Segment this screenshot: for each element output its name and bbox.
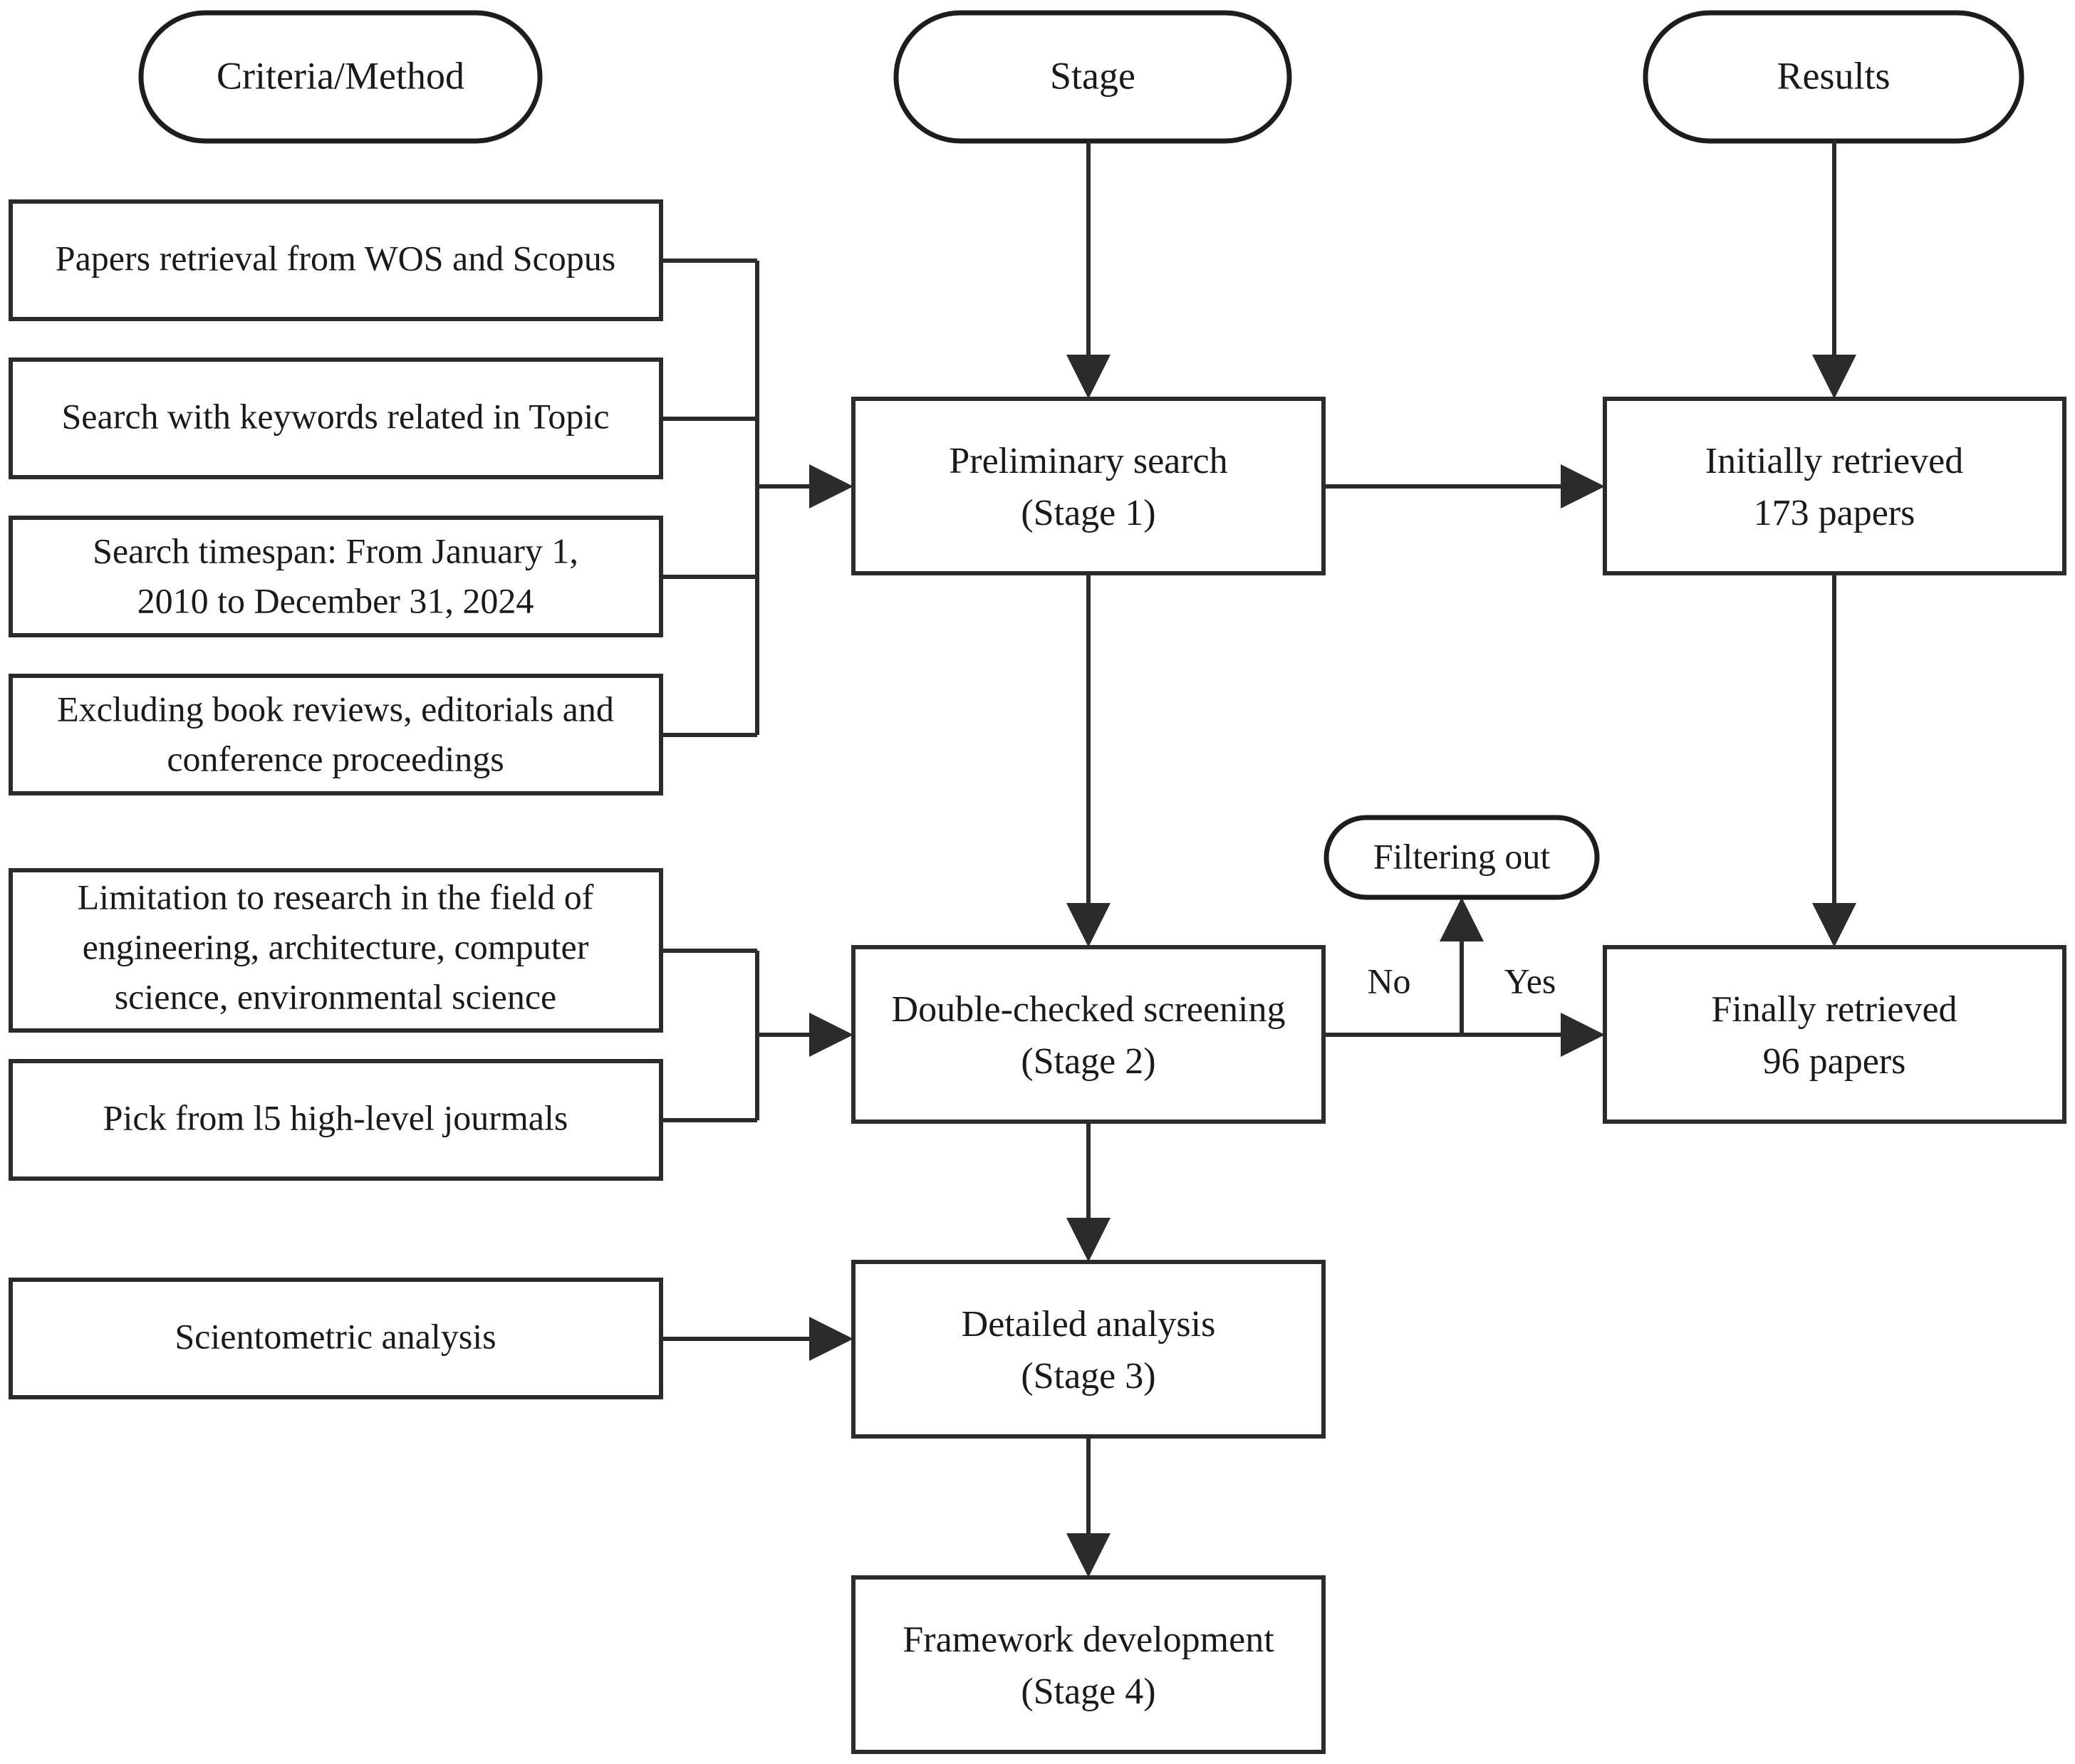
stage-box-stage-4: Framework development (Stage 4) (851, 1575, 1326, 1754)
stage-box-stage-2: Double-checked screening (Stage 2) (851, 945, 1326, 1124)
connector-stage-2-to-stage-3 (1066, 1122, 1111, 1262)
finally-retrieved-box-shape (1603, 945, 2066, 1124)
filtering-out-label: Filtering out (1373, 836, 1551, 876)
criteria-method-pill-shape (138, 10, 543, 144)
connector-results-header-to-initially-retrieved (1812, 141, 1856, 399)
arrowhead-stage-header-to-stage-1 (1066, 355, 1111, 399)
stage-3-line-1: Detailed analysis (962, 1304, 1216, 1345)
stage-2-line-1: Double-checked screening (892, 989, 1286, 1030)
arrowhead-stage-1-to-stage-2 (1066, 903, 1111, 947)
arrowhead-stage-1-to-initially-retrieved (1561, 464, 1605, 508)
excluding-types-line-1: Excluding book reviews, editorials and (57, 689, 614, 729)
connector-criteria-group-2-to-stage-2 (661, 949, 853, 1122)
finally-retrieved-line-2: 96 papers (1763, 1041, 1906, 1082)
connector-stage-3-to-stage-4 (1066, 1436, 1111, 1577)
stage-box-stage-1: Preliminary search (Stage 1) (851, 397, 1326, 575)
stage-box-stage-3: Detailed analysis (Stage 3) (851, 1260, 1326, 1439)
connector-branch-to-filtering-out (1440, 897, 1484, 1035)
edge-label-yes: Yes (1504, 961, 1556, 1001)
search-timespan-line-1: Search timespan: From January 1, (93, 531, 578, 570)
finally-retrieved-line-1: Finally retrieved (1711, 989, 1957, 1030)
criteria-box-excluding-types: Excluding book reviews, editorials and c… (9, 674, 663, 795)
stage-1-line-1: Preliminary search (949, 441, 1227, 481)
stage-4-box-shape (851, 1575, 1326, 1754)
result-box-initially-retrieved: Initially retrieved 173 papers (1603, 397, 2066, 575)
excluding-types-box-shape (9, 674, 663, 795)
field-limitation-line-1: Limitation to research in the field of (78, 877, 594, 917)
scientometric-analysis-box-shape (9, 1278, 663, 1399)
connector-stage-2-to-finally-retrieved (1323, 1013, 1605, 1057)
connector-initially-to-finally-retrieved (1812, 573, 1856, 947)
connector-scientometric-to-stage-3 (661, 1317, 853, 1361)
arrowhead-criteria-group-1-to-stage-1 (809, 464, 853, 508)
criteria-box-papers-retrieval: Papers retrieval from WOS and Scopus (9, 199, 663, 321)
edge-label-no: No (1367, 961, 1410, 1001)
arrowhead-stage-3-to-stage-4 (1066, 1533, 1111, 1577)
stage-pill-shape (893, 10, 1292, 144)
search-timespan-box-shape (9, 516, 663, 637)
stage-4-line-1: Framework development (903, 1619, 1274, 1660)
stage-3-box-shape (851, 1260, 1326, 1439)
decision-pill-filtering-out: Filtering out (1323, 815, 1600, 900)
criteria-box-journal-pick: Pick from l5 high-level jourmals (9, 1059, 663, 1181)
search-keywords-box-shape (9, 358, 663, 479)
stage-4-line-2: (Stage 4) (1021, 1671, 1155, 1712)
arrowhead-scientometric-to-stage-3 (809, 1317, 853, 1361)
criteria-method-label: Criteria/Method (217, 54, 464, 97)
criteria-box-field-limitation: Limitation to research in the field of e… (9, 868, 663, 1033)
arrowhead-criteria-group-2-to-stage-2 (809, 1013, 853, 1057)
arrowhead-stage-2-to-finally-retrieved (1561, 1013, 1605, 1057)
stage-2-box-shape (851, 945, 1326, 1124)
connector-stage-1-to-initially-retrieved (1323, 464, 1605, 508)
arrowhead-results-header-to-initially-retrieved (1812, 355, 1856, 399)
journal-pick-line-1: Pick from l5 high-level jourmals (103, 1097, 568, 1137)
initially-retrieved-line-1: Initially retrieved (1705, 441, 1963, 481)
results-label: Results (1777, 54, 1890, 97)
search-keywords-line-1: Search with keywords related in Topic (62, 396, 610, 436)
field-limitation-line-3: science, environmental science (115, 976, 557, 1016)
stage-1-box-shape (851, 397, 1326, 575)
connector-stage-header-to-stage-1 (1066, 141, 1111, 399)
arrowhead-initially-to-finally-retrieved (1812, 903, 1856, 947)
initially-retrieved-line-2: 173 papers (1754, 493, 1915, 533)
stage-3-line-2: (Stage 3) (1021, 1356, 1155, 1397)
field-limitation-line-2: engineering, architecture, computer (83, 927, 589, 966)
column-header-criteria-method: Criteria/Method (138, 10, 543, 144)
scientometric-analysis-line-1: Scientometric analysis (175, 1316, 496, 1356)
arrowhead-stage-2-to-stage-3 (1066, 1218, 1111, 1262)
criteria-box-search-timespan: Search timespan: From January 1, 2010 to… (9, 516, 663, 637)
arrowhead-branch-to-filtering-out (1440, 897, 1484, 941)
criteria-box-scientometric-analysis: Scientometric analysis (9, 1278, 663, 1399)
column-header-stage: Stage (893, 10, 1292, 144)
column-header-results: Results (1643, 10, 2024, 144)
connector-stage-1-to-stage-2 (1066, 573, 1111, 947)
result-box-finally-retrieved: Finally retrieved 96 papers (1603, 945, 2066, 1124)
excluding-types-line-2: conference proceedings (167, 739, 504, 778)
search-timespan-line-2: 2010 to December 31, 2024 (137, 580, 534, 620)
journal-pick-box-shape (9, 1059, 663, 1181)
stage-label: Stage (1050, 54, 1135, 97)
connector-criteria-group-1-to-stage-1 (661, 259, 853, 737)
stage-1-line-2: (Stage 1) (1021, 493, 1155, 533)
criteria-box-search-keywords: Search with keywords related in Topic (9, 358, 663, 479)
papers-retrieval-line-1: Papers retrieval from WOS and Scopus (56, 238, 615, 278)
initially-retrieved-box-shape (1603, 397, 2066, 575)
field-limitation-box-shape (9, 868, 663, 1033)
stage-2-line-2: (Stage 2) (1021, 1041, 1155, 1082)
